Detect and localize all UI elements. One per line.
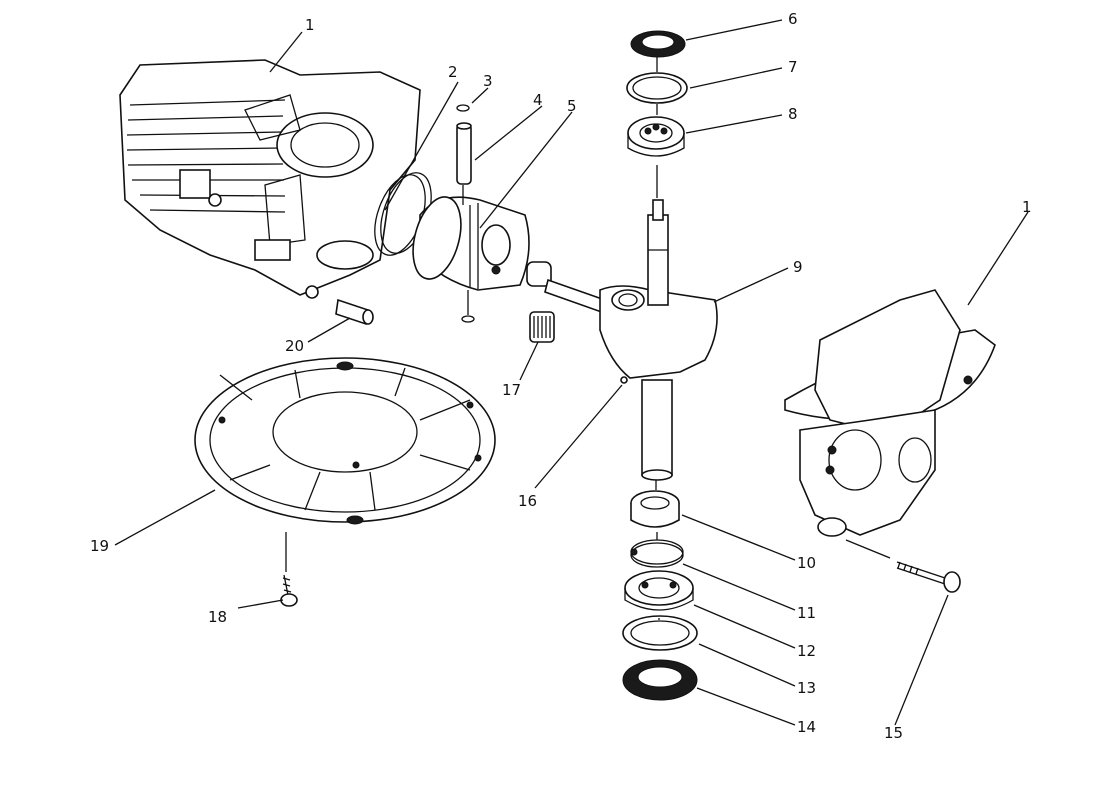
flange-screw <box>280 532 298 607</box>
piston <box>412 196 530 291</box>
callout-18: 18 <box>208 608 227 626</box>
callout-14: 14 <box>797 718 816 736</box>
crankshaft <box>526 199 718 481</box>
axis-line-lower <box>655 480 660 620</box>
callout-labels: 1 1 2 3 4 5 6 7 8 9 10 11 12 13 14 15 16… <box>90 10 1032 742</box>
upper-bearing <box>627 116 685 157</box>
upper-seal <box>630 30 686 58</box>
callout-9: 9 <box>793 258 803 276</box>
fitting <box>335 298 374 326</box>
crankcase-bolt <box>845 539 961 593</box>
callout-3: 3 <box>483 72 493 90</box>
callout-10: 10 <box>797 554 816 572</box>
lower-bearing <box>624 570 694 611</box>
callout-20: 20 <box>285 337 304 355</box>
lower-spacer <box>630 490 680 528</box>
callout-6: 6 <box>788 10 798 28</box>
callout-8: 8 <box>788 105 798 123</box>
callout-16: 16 <box>518 492 537 510</box>
callout-19: 19 <box>90 537 109 555</box>
leader-lines <box>114 19 1029 726</box>
callout-7: 7 <box>788 58 798 76</box>
needle-bearing <box>529 311 555 343</box>
lower-shim-ring <box>622 615 698 651</box>
mounting-flange <box>194 357 496 525</box>
crankcase-half <box>784 289 996 537</box>
callout-1a: 1 <box>305 16 315 34</box>
cylinder-crankcase <box>119 59 421 299</box>
callout-17: 17 <box>502 381 521 399</box>
retaining-ring <box>630 539 684 568</box>
callout-13: 13 <box>797 679 816 697</box>
callout-15: 15 <box>884 724 903 742</box>
callout-5: 5 <box>567 97 577 115</box>
piston-pin <box>456 104 475 323</box>
callout-2: 2 <box>448 63 458 81</box>
callout-11: 11 <box>797 604 816 622</box>
woodruff-key <box>620 376 628 384</box>
callout-12: 12 <box>797 642 816 660</box>
callout-1b: 1 <box>1022 198 1032 216</box>
lower-seal <box>622 659 698 701</box>
upper-shim-ring <box>626 72 688 104</box>
callout-4: 4 <box>533 91 543 109</box>
